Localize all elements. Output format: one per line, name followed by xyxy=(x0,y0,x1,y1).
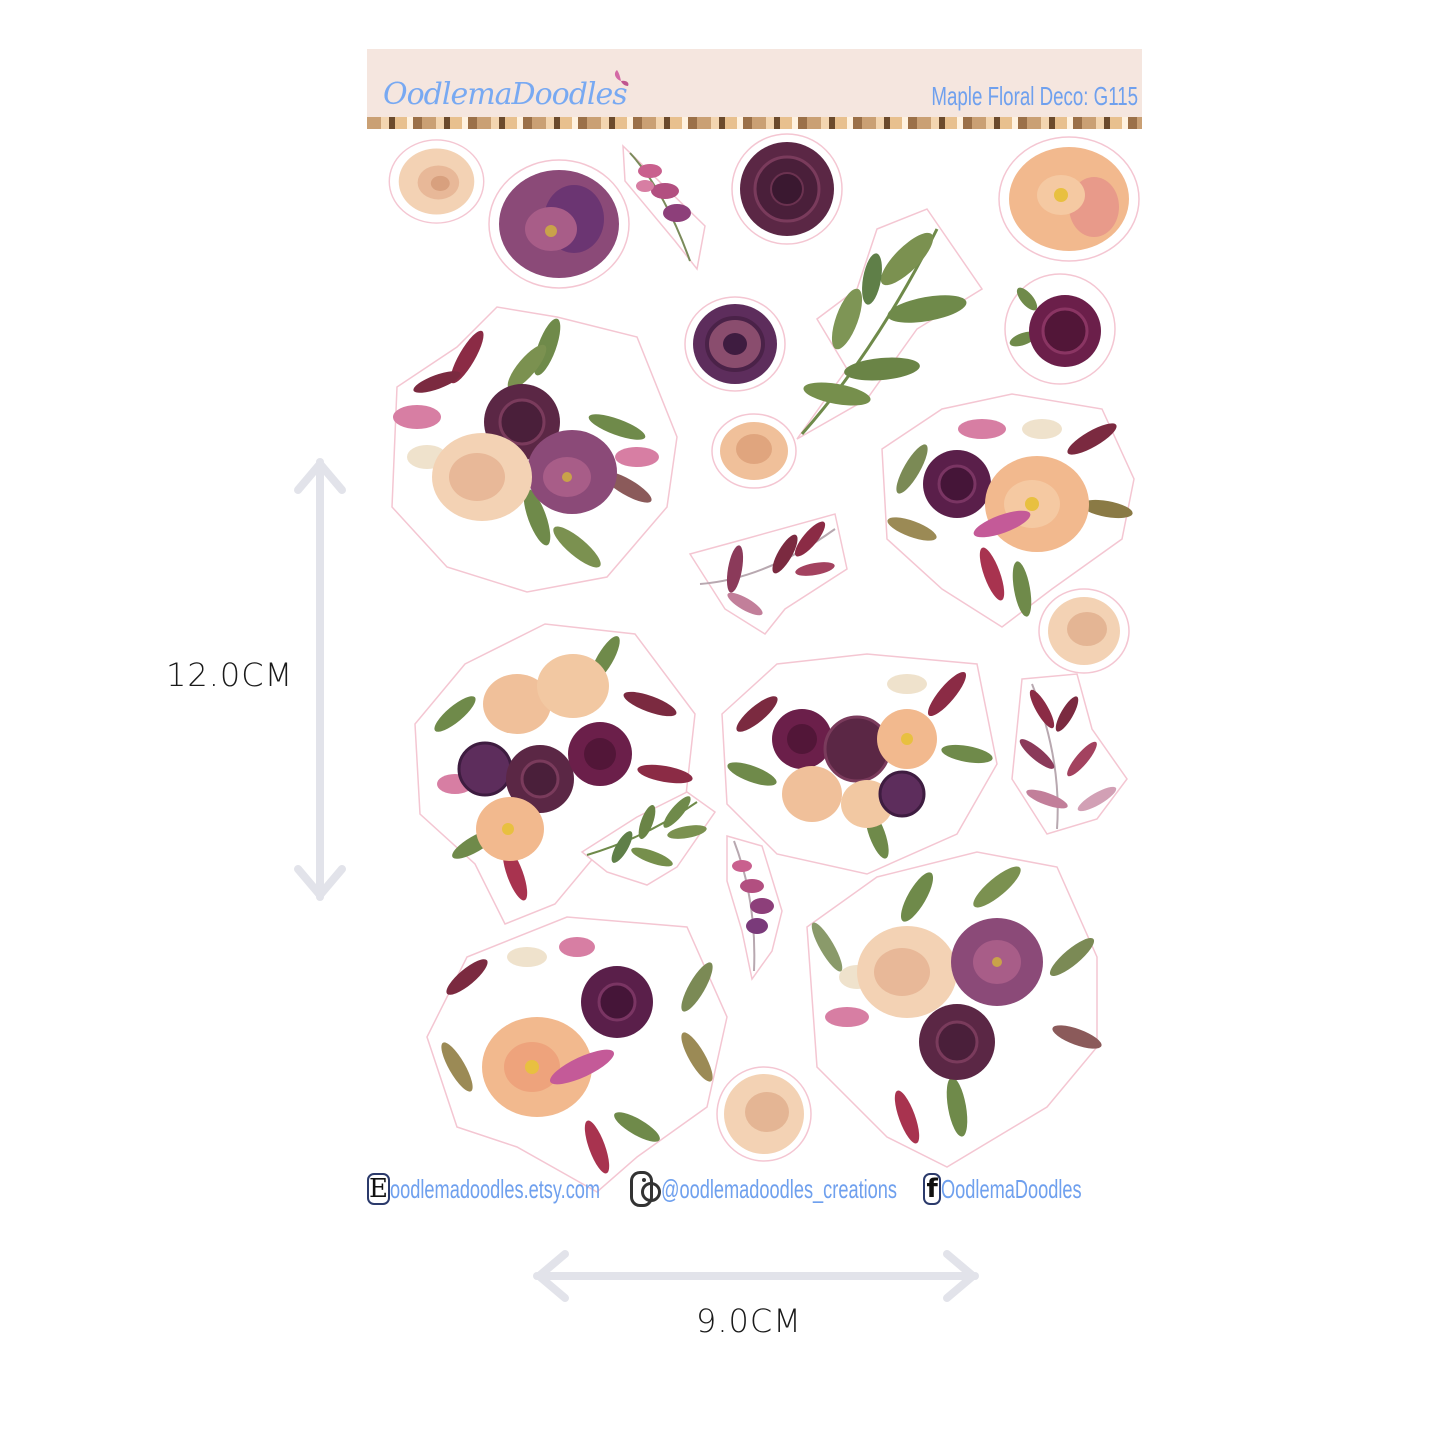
sticker-green-branch xyxy=(787,199,987,449)
sticker-pink-snapdragon-small xyxy=(722,831,787,981)
sticker-cream-rose-right xyxy=(1038,588,1130,674)
etsy-link[interactable]: oodlemadoodles.etsy.com xyxy=(389,1173,601,1204)
sticker-small-green-branch xyxy=(577,787,717,887)
sticker-burgundy-leaf-sprig xyxy=(685,509,850,639)
sticker-bouquet-bottom-left xyxy=(417,887,737,1197)
etsy-icon: E xyxy=(367,1173,390,1205)
sticker-burgundy-leaf-sprig-right xyxy=(1007,669,1132,839)
instagram-icon xyxy=(629,1171,662,1207)
facebook-link-wrap: OodlemaDoodles xyxy=(941,1174,1142,1205)
instagram-link[interactable]: @oodlemadoodles_creations xyxy=(661,1173,898,1204)
sticker-bouquet-wide-center xyxy=(717,644,1002,884)
sticker-small-peach-rose xyxy=(711,413,797,489)
sticker-bouquet-right-peony xyxy=(872,389,1137,629)
etsy-link-wrap: oodlemadoodles.etsy.com xyxy=(390,1174,622,1205)
width-label: 9.0CM xyxy=(696,1302,802,1340)
sheet-header: OodlemaDoodles Maple Floral Deco: G115 xyxy=(367,49,1142,129)
height-label: 12.0CM xyxy=(166,656,294,694)
sticker-burgundy-rose xyxy=(731,133,843,245)
sticker-bouquet-left-large xyxy=(377,287,692,597)
gold-foil-strip xyxy=(367,117,1142,129)
facebook-link[interactable]: OodlemaDoodles xyxy=(941,1173,1082,1204)
sticker-purple-rose xyxy=(684,296,786,392)
sticker-plum-peony xyxy=(488,159,630,289)
sticker-bouquet-bottom-right xyxy=(797,847,1112,1177)
sticker-bouquet-wide-left xyxy=(405,604,705,925)
sticker-cream-rose xyxy=(388,139,485,224)
sticker-pink-snapdragon xyxy=(615,141,715,271)
sheet-footer: E oodlemadoodles.etsy.com @oodlemadoodle… xyxy=(367,1167,1142,1211)
instagram-link-wrap: @oodlemadoodles_creations xyxy=(661,1174,919,1205)
sheet-title: Maple Floral Deco: G115 xyxy=(931,81,1138,111)
width-arrow-icon xyxy=(533,1250,979,1302)
sticker-cream-rose-bottom xyxy=(716,1066,812,1162)
sticker-burgundy-rose-with-leaves xyxy=(1004,269,1116,385)
height-arrow-icon xyxy=(294,458,346,901)
sticker-sheet: OodlemaDoodles Maple Floral Deco: G115 xyxy=(367,49,1142,1214)
butterfly-icon xyxy=(614,70,629,86)
brand-logo: OodlemaDoodles xyxy=(383,77,628,112)
facebook-icon: f xyxy=(923,1173,942,1205)
sticker-peach-peony xyxy=(998,136,1140,262)
